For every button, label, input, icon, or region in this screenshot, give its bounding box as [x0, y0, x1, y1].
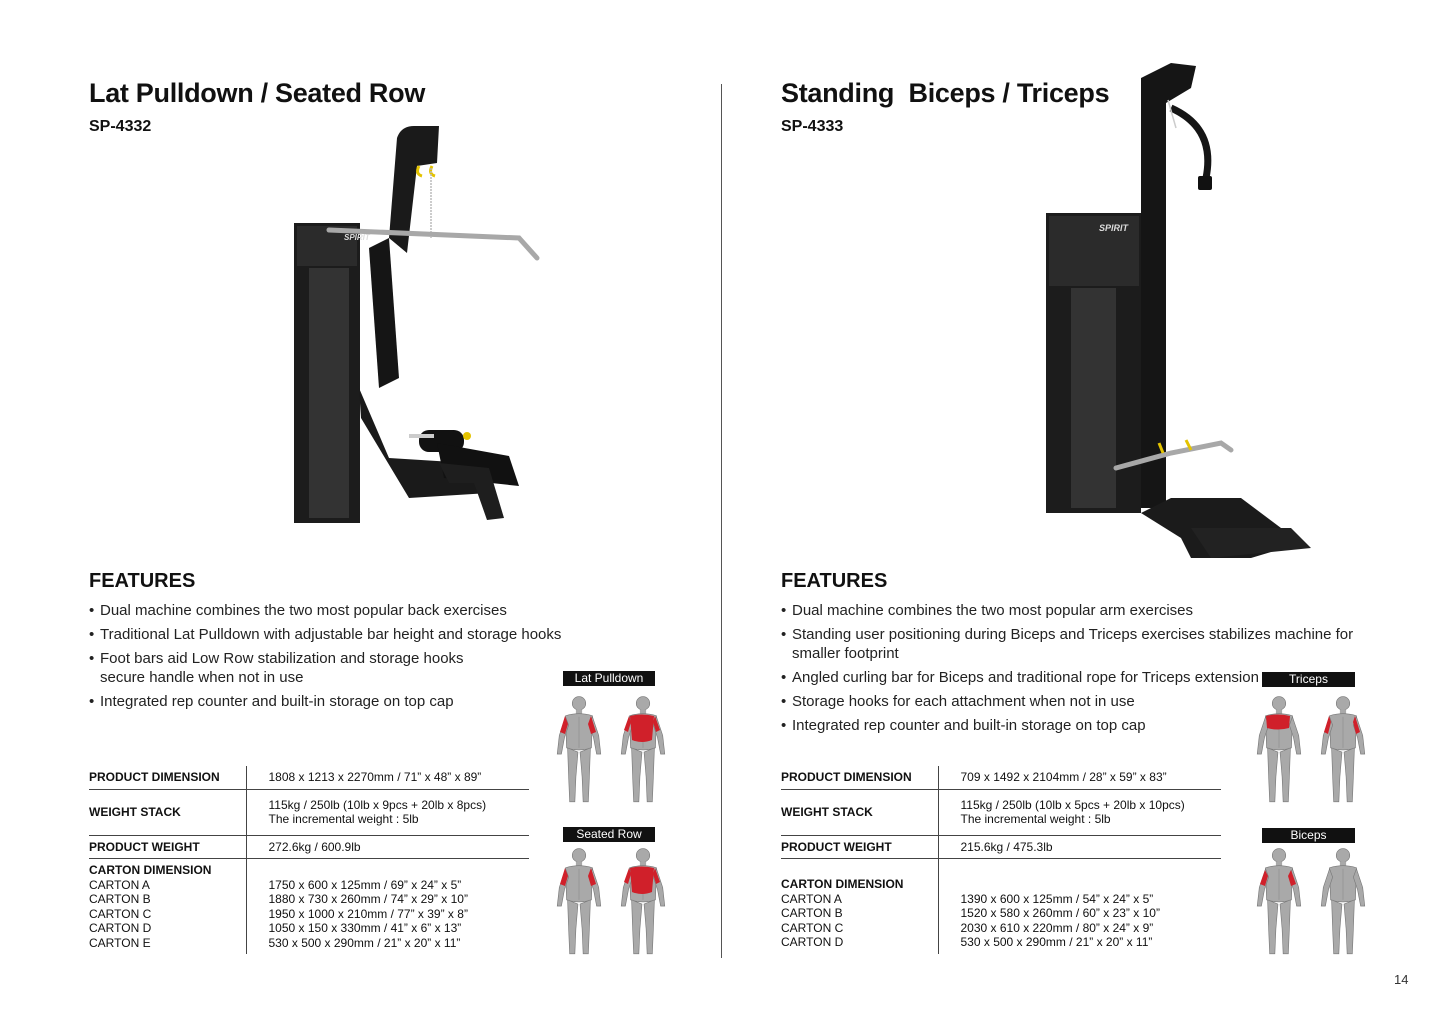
feature-item: Traditional Lat Pulldown with adjustable…	[89, 625, 589, 644]
carton-name: CARTON D	[89, 921, 152, 935]
muscle-label-triceps: Triceps	[1262, 672, 1355, 687]
column-divider	[721, 84, 722, 958]
feature-item: Angled curling bar for Biceps and tradit…	[781, 668, 1261, 687]
spec-row: CARTON DIMENSION CARTON A CARTON B CARTO…	[89, 858, 529, 955]
muscle-label-seated-row: Seated Row	[563, 827, 655, 842]
muscle-figures-biceps	[1253, 846, 1369, 960]
muscle-label-lat-pulldown: Lat Pulldown	[563, 671, 655, 686]
feature-item: Integrated rep counter and built-in stor…	[89, 692, 589, 711]
weight-stack-note: The incremental weight : 5lb	[268, 812, 419, 826]
muscle-back-figure	[1317, 846, 1369, 960]
brand-text: SPIRIT	[1099, 223, 1130, 233]
feature-item: Storage hooks for each attachment when n…	[781, 692, 1361, 711]
spec-value: 1808 x 1213 x 2270mm / 71” x 48” x 89”	[246, 766, 529, 790]
spec-value: 115kg / 250lb (10lb x 9pcs + 20lb x 8pcs…	[246, 789, 529, 836]
feature-item: Integrated rep counter and built-in stor…	[781, 716, 1361, 735]
carton-value: 1880 x 730 x 260mm / 74” x 29” x 10”	[268, 892, 468, 906]
muscle-back-figure	[1317, 694, 1369, 808]
spec-value: 115kg / 250lb (10lb x 5pcs + 20lb x 10pc…	[938, 789, 1221, 836]
product-lat-pulldown: Lat Pulldown / Seated Row SP-4332 SPIRIT…	[89, 0, 729, 1022]
muscle-figures-triceps	[1253, 694, 1369, 808]
carton-values: x 1390 x 600 x 125mm / 54” x 24” x 5” 15…	[938, 859, 1221, 954]
carton-value: 2030 x 610 x 220mm / 80” x 24” x 9”	[960, 920, 1154, 935]
features-list: Dual machine combines the two most popul…	[89, 601, 589, 716]
carton-name: CARTON B	[781, 906, 843, 920]
spec-label: PRODUCT DIMENSION	[781, 766, 939, 790]
muscle-label-biceps: Biceps	[1262, 828, 1355, 843]
weight-stack-note: The incremental weight : 5lb	[960, 812, 1111, 826]
product-model: SP-4333	[781, 118, 844, 135]
carton-labels: CARTON DIMENSION CARTON A CARTON B CARTO…	[89, 858, 247, 954]
brand-text: SPIRIT	[344, 233, 371, 242]
spec-row: WEIGHT STACK 115kg / 250lb (10lb x 5pcs …	[781, 789, 1221, 836]
carton-value: 1520 x 580 x 260mm / 60” x 23” x 10”	[960, 906, 1160, 920]
muscle-figures-seated-row	[553, 846, 669, 960]
features-heading: FEATURES	[89, 570, 196, 592]
spec-row: PRODUCT DIMENSION 1808 x 1213 x 2270mm /…	[89, 766, 529, 790]
spec-row: PRODUCT DIMENSION 709 x 1492 x 2104mm / …	[781, 766, 1221, 790]
features-heading: FEATURES	[781, 570, 888, 592]
muscle-front-figure	[553, 846, 605, 960]
spec-table: PRODUCT DIMENSION 1808 x 1213 x 2270mm /…	[89, 766, 529, 954]
carton-name: CARTON C	[781, 920, 844, 935]
spec-label: PRODUCT WEIGHT	[781, 835, 939, 859]
product-standing-biceps-triceps: Standing Biceps / Triceps SP-4333 SPIRIT…	[781, 0, 1421, 1022]
lat-pulldown-machine-image: SPIRIT	[294, 126, 540, 523]
muscle-front-figure	[1253, 694, 1305, 808]
spec-value: 215.6kg / 475.3lb	[938, 835, 1221, 859]
muscle-back-figure	[617, 694, 669, 808]
feature-item: Standing user positioning during Biceps …	[781, 625, 1361, 663]
product-title: Standing Biceps / Triceps	[781, 78, 1110, 108]
carton-labels: CARTON DIMENSION CARTON A CARTON B CARTO…	[781, 858, 939, 954]
spec-label: WEIGHT STACK	[781, 789, 939, 836]
carton-name: CARTON E	[89, 935, 151, 950]
carton-name: CARTON A	[89, 877, 150, 892]
feature-item: Dual machine combines the two most popul…	[89, 601, 589, 620]
feature-item: Foot bars aid Low Row stabilization and …	[89, 649, 489, 687]
spec-table: PRODUCT DIMENSION 709 x 1492 x 2104mm / …	[781, 766, 1221, 954]
features-list: Dual machine combines the two most popul…	[781, 601, 1361, 740]
carton-name: CARTON C	[89, 906, 152, 921]
spec-label: PRODUCT WEIGHT	[89, 835, 247, 859]
carton-value: 1050 x 150 x 330mm / 41” x 6” x 13”	[268, 921, 462, 935]
spec-label: CARTON DIMENSION	[781, 877, 904, 891]
weight-stack-value: 115kg / 250lb (10lb x 5pcs + 20lb x 10pc…	[960, 797, 1185, 812]
carton-value: 1750 x 600 x 125mm / 69” x 24” x 5”	[268, 877, 462, 892]
spec-value: 272.6kg / 600.9lb	[246, 835, 529, 859]
spec-label: WEIGHT STACK	[89, 789, 247, 836]
product-title: Lat Pulldown / Seated Row	[89, 78, 426, 108]
muscle-front-figure	[1253, 846, 1305, 960]
spec-row: PRODUCT WEIGHT 272.6kg / 600.9lb	[89, 835, 529, 859]
product-model: SP-4332	[89, 118, 152, 135]
carton-value: 1390 x 600 x 125mm / 54” x 24” x 5”	[960, 891, 1154, 906]
carton-value: 530 x 500 x 290mm / 21” x 20” x 11”	[268, 935, 461, 950]
carton-name: CARTON A	[781, 891, 842, 906]
spec-row: PRODUCT WEIGHT 215.6kg / 475.3lb	[781, 835, 1221, 859]
spec-value: 709 x 1492 x 2104mm / 28” x 59” x 83”	[938, 766, 1221, 790]
muscle-figures-lat-pulldown	[553, 694, 669, 808]
carton-name: CARTON B	[89, 892, 151, 906]
carton-values: x 1750 x 600 x 125mm / 69” x 24” x 5” 18…	[246, 859, 529, 955]
feature-item: Dual machine combines the two most popul…	[781, 601, 1361, 620]
spec-row: CARTON DIMENSION CARTON A CARTON B CARTO…	[781, 858, 1221, 954]
weight-stack-value: 115kg / 250lb (10lb x 9pcs + 20lb x 8pcs…	[268, 797, 487, 812]
carton-value: 530 x 500 x 290mm / 21” x 20” x 11”	[960, 935, 1153, 949]
spec-label: CARTON DIMENSION	[89, 863, 212, 877]
spec-label: PRODUCT DIMENSION	[89, 766, 247, 790]
carton-value: 1950 x 1000 x 210mm / 77” x 39” x 8”	[268, 906, 468, 921]
spec-row: WEIGHT STACK 115kg / 250lb (10lb x 9pcs …	[89, 789, 529, 836]
carton-name: CARTON D	[781, 935, 844, 949]
muscle-back-figure	[617, 846, 669, 960]
page-number: 14	[1394, 972, 1409, 987]
biceps-triceps-machine-image: SPIRIT	[1046, 63, 1311, 558]
muscle-front-figure	[553, 694, 605, 808]
